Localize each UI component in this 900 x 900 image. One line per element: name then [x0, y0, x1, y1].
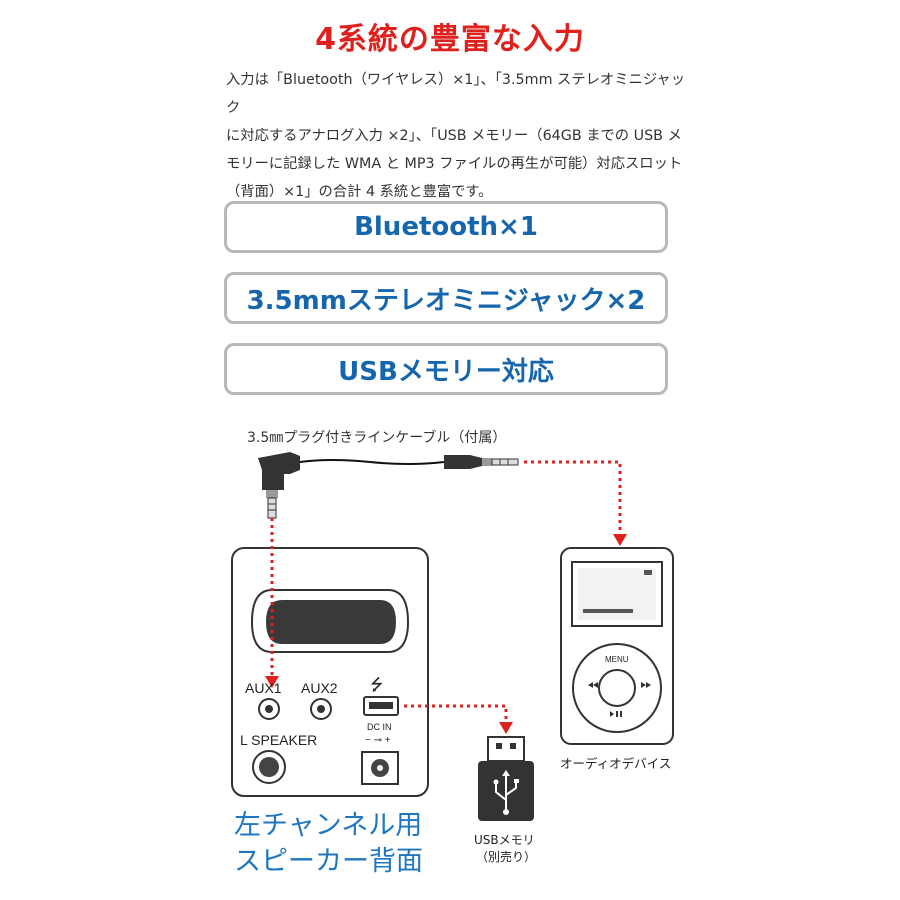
speaker-caption-line1: 左チャンネル用	[234, 810, 423, 841]
arrow-usb-to-memory	[404, 704, 508, 724]
arrow-plug-to-device	[524, 460, 622, 536]
usb-memory-plug	[487, 736, 525, 762]
straight-plug	[444, 455, 482, 469]
description-line: に対応するアナログ入力 ×2」、「USB メモリー（64GB までの USB メ	[226, 128, 682, 144]
description-line: （背面）×1」の合計 4 系統と豊富です。	[226, 184, 493, 200]
feature-bluetooth: Bluetooth×1	[224, 201, 668, 253]
speaker-bass-port	[266, 600, 396, 644]
dc-in-label: DC IN	[367, 722, 392, 732]
description: 入力は「Bluetooth（ワイヤレス）×1」、「3.5mm ステレオミニジャッ…	[226, 66, 686, 206]
usb-icon: ⭍	[370, 677, 384, 694]
description-line: 入力は「Bluetooth（ワイヤレス）×1」、「3.5mm ステレオミニジャッ…	[226, 72, 685, 116]
cable-label: 3.5㎜プラグ付きラインケーブル（付属）	[247, 430, 507, 446]
page-title: 4系統の豊富な入力	[315, 22, 585, 57]
l-speaker-label: L SPEAKER	[240, 732, 318, 748]
usb-symbol-icon	[495, 774, 517, 812]
menu-label: MENU	[605, 655, 629, 664]
center-button	[598, 669, 636, 707]
audio-device-label: オーディオデバイス	[560, 756, 672, 771]
usb-memory-label-line2: （別売り）	[476, 850, 537, 864]
cable-wire	[299, 459, 445, 465]
aux2-label: AUX2	[301, 680, 338, 696]
description-line: モリーに記録した WMA と MP3 ファイルの再生が可能）対応スロット	[226, 156, 683, 172]
usb-memory-label-line1: USBメモリ	[474, 833, 535, 847]
dc-polarity-label: − ⊸ +	[365, 735, 391, 746]
right-angle-plug	[258, 452, 300, 490]
feature-usb: USBメモリー対応	[224, 343, 668, 395]
aux1-label: AUX1	[245, 680, 282, 696]
speaker-caption-line2: スピーカー背面	[234, 846, 423, 877]
feature-aux: 3.5mmステレオミニジャック×2	[224, 272, 668, 324]
